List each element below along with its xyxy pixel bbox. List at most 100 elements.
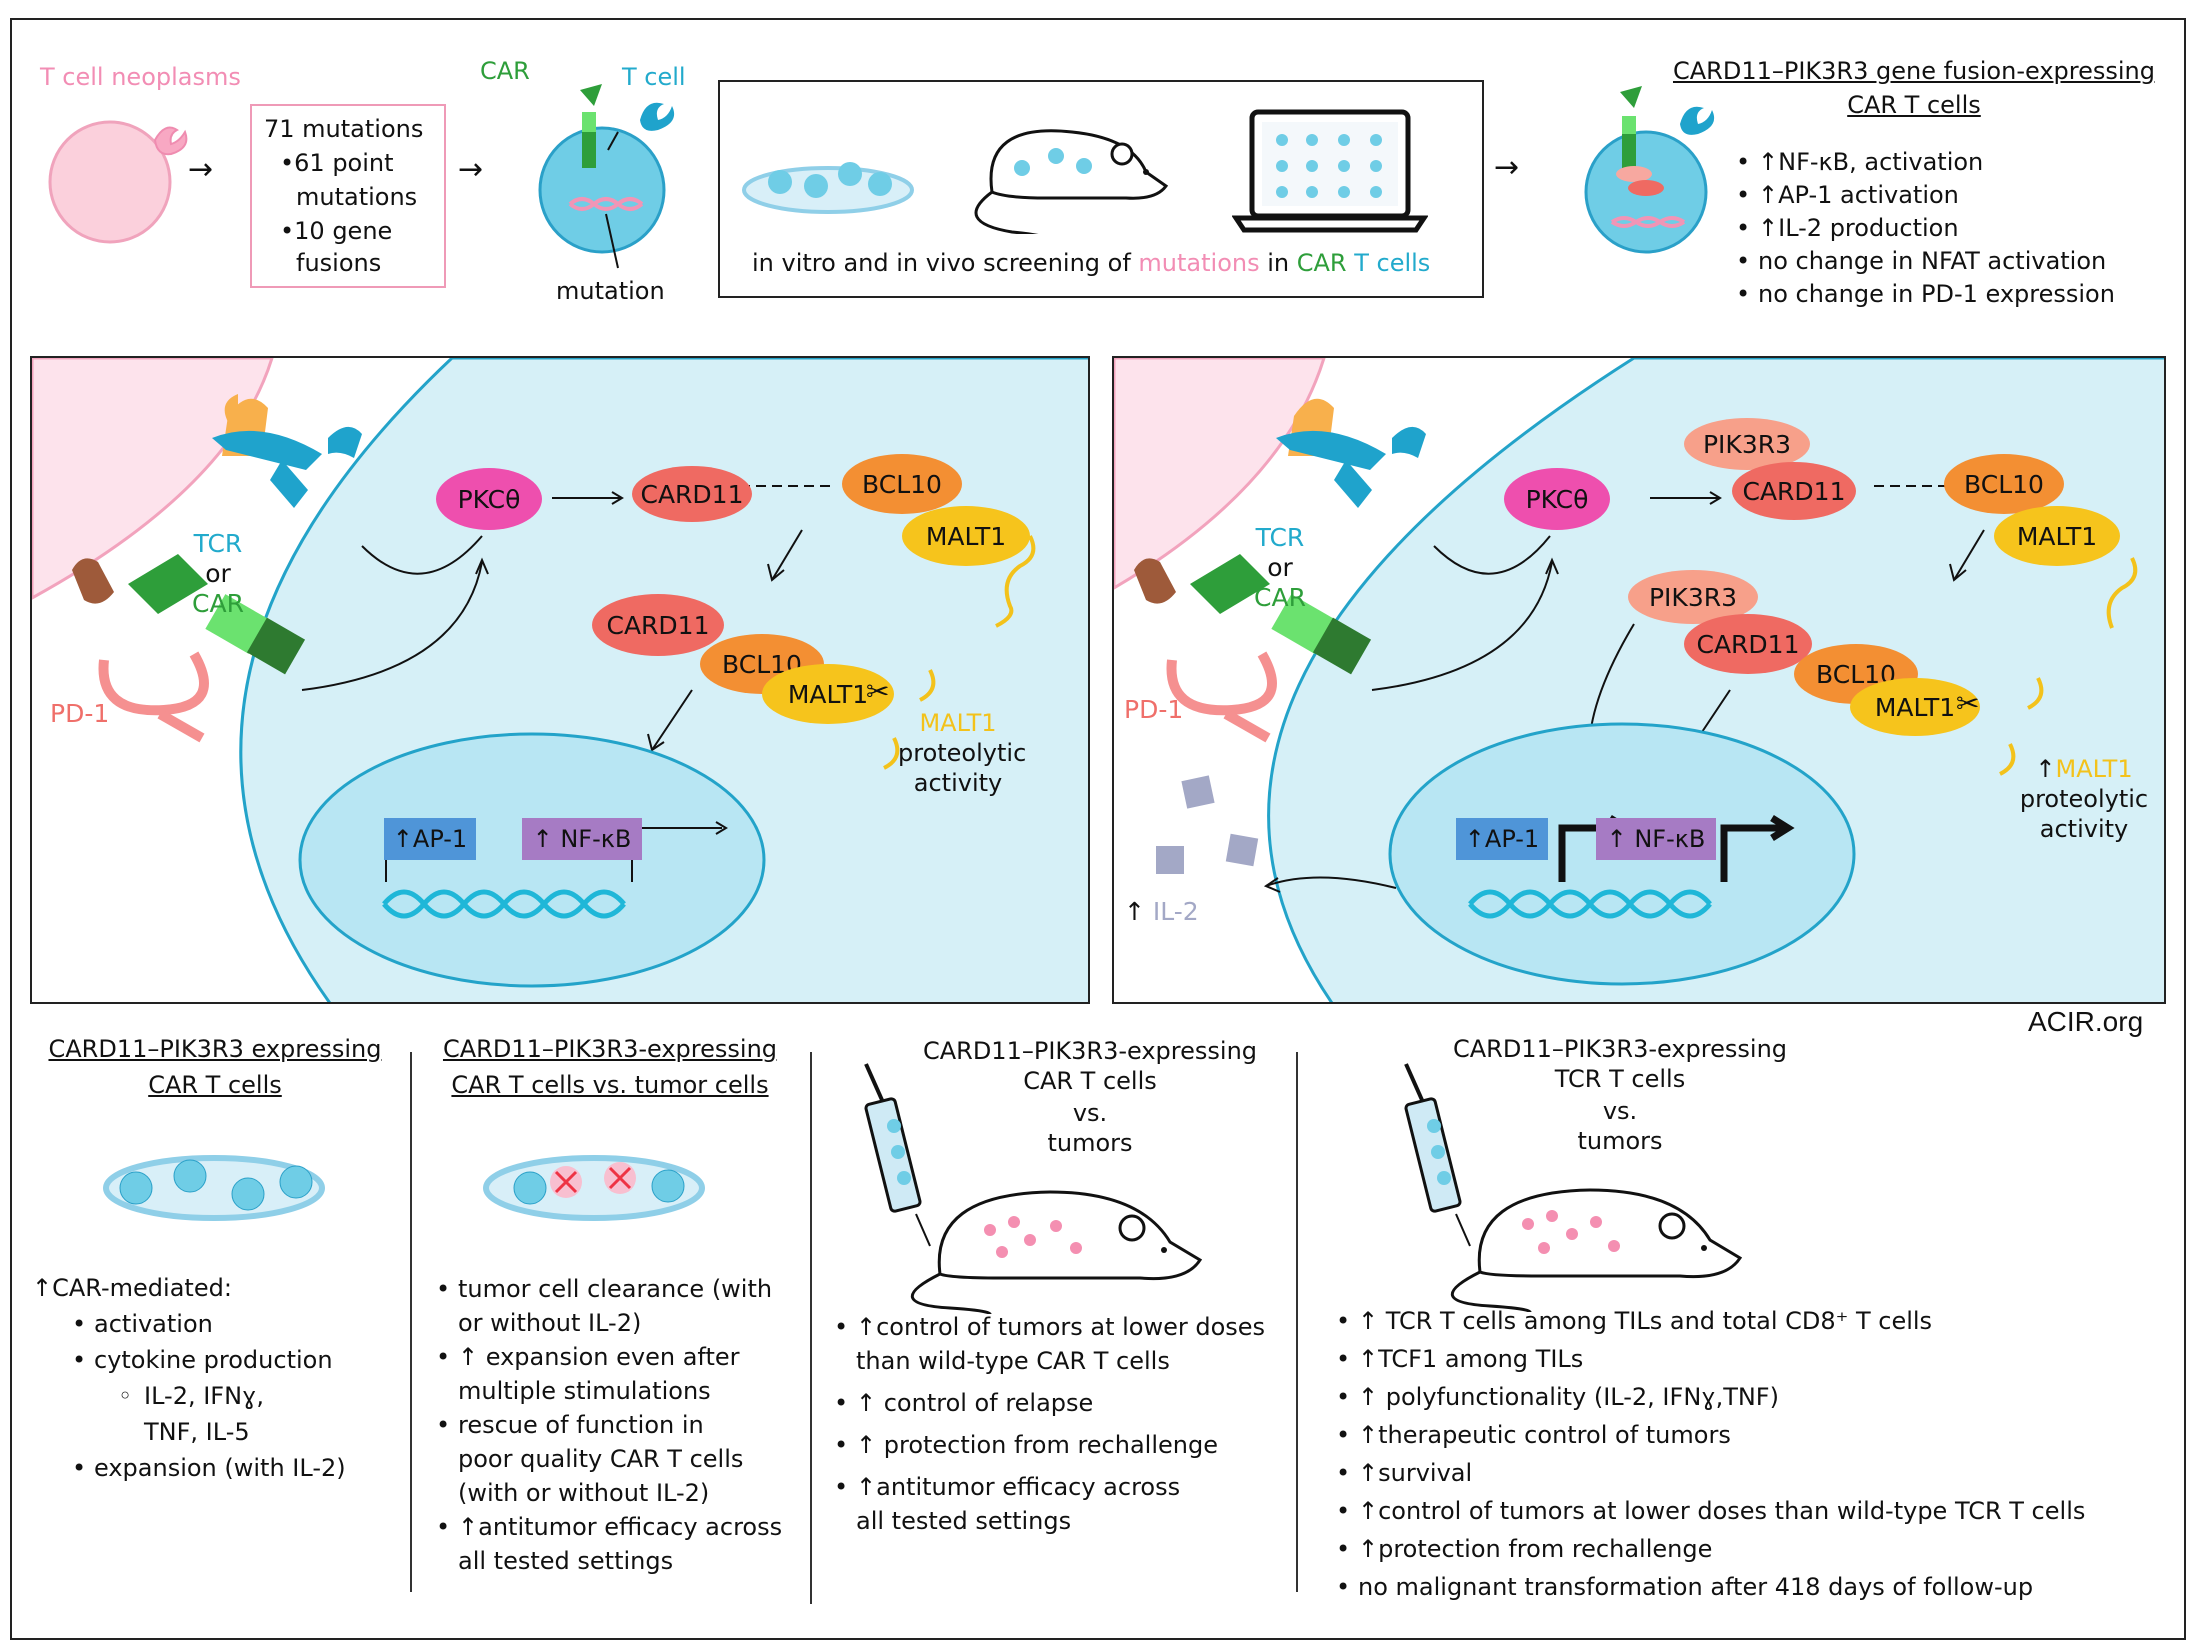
left-signaling-panel: TCR or CAR PD-1 PKCθ CARD11 BCL10 MALT1 …	[30, 356, 1090, 1004]
col2-list: tumor cell clearance (with or without IL…	[436, 1272, 782, 1578]
pik3r3-node: PIK3R3	[1684, 418, 1810, 470]
mutations-line-3: mutations	[296, 183, 418, 211]
column-divider	[810, 1052, 812, 1604]
figure-frame	[10, 18, 2186, 1640]
list-item: ↑ protection from rechallenge	[834, 1428, 1265, 1462]
list-item: ↑survival	[1336, 1454, 2085, 1492]
list-item: ↑ control of relapse	[834, 1386, 1265, 1420]
tcr-label: TCR	[1255, 523, 1305, 552]
list-item: ↑control of tumors at lower doses than w…	[1336, 1492, 2085, 1530]
list-item: ↑IL-2 production	[1736, 212, 2115, 245]
list-item: IL-2, IFNɣ,	[32, 1378, 346, 1414]
col1-title-1: CARD11–PIK3R3 expressing	[48, 1035, 382, 1063]
list-item: no change in NFAT activation	[1736, 245, 2115, 278]
nfkb-box: ↑ NF-κB	[522, 818, 642, 860]
list-item: ↑AP-1 activation	[1736, 179, 2115, 212]
list-item: ↑antitumor efficacy across	[436, 1510, 782, 1544]
bcl10-node: BCL10	[1944, 454, 2064, 514]
col3-list: ↑control of tumors at lower doses than w…	[834, 1310, 1265, 1538]
coculture-dish-icon	[483, 1155, 705, 1221]
ap1-box: ↑AP-1	[384, 818, 476, 860]
pd1-label: PD-1	[50, 699, 110, 728]
car-label: CAR	[192, 589, 244, 618]
list-item: all tested settings	[856, 1507, 1072, 1535]
col4-title-1: CARD11–PIK3R3-expressing	[1452, 1035, 1788, 1063]
col2-title-1: CARD11–PIK3R3-expressing	[442, 1035, 778, 1063]
screening-caption: in vitro and in vivo screening of mutati…	[752, 249, 1431, 277]
right-signaling-panel: TCR or CAR PD-1 ↑ IL-2 PKCθ PIK3R3 CARD1…	[1112, 356, 2166, 1004]
pkc-theta-node: PKCθ	[436, 468, 542, 530]
tcr-label: TCR	[193, 529, 243, 558]
col4-title-4: tumors	[1577, 1127, 1663, 1155]
syringe-icon	[1404, 1063, 1471, 1247]
card11-node: CARD11	[632, 466, 752, 522]
list-item: no malignant transformation after 418 da…	[1336, 1568, 2085, 1606]
petri-dish-icon	[103, 1155, 325, 1221]
malt1-activity-label-1: ↑MALT1	[2035, 755, 2133, 783]
col4-title-2: TCR T cells	[1554, 1065, 1686, 1093]
list-item: ↑therapeutic control of tumors	[1336, 1416, 2085, 1454]
fusion-title-2: CAR T cells	[1847, 91, 1981, 119]
or-label: or	[205, 559, 231, 588]
laptop-icon	[1232, 109, 1428, 233]
card11-node: CARD11	[1732, 462, 1856, 520]
col1-title-2: CAR T cells	[148, 1071, 282, 1099]
list-item: cytokine production	[32, 1342, 346, 1378]
mutations-line-1: 71 mutations	[264, 115, 424, 143]
fusion-title-1: CARD11–PIK3R3 gene fusion-expressing	[1672, 57, 2155, 85]
list-item: TNF, IL-5	[144, 1418, 250, 1446]
arrow-icon: →	[1494, 150, 1520, 185]
card11-complex-node: CARD11	[1684, 614, 1812, 674]
list-item: ↑ expansion even after	[436, 1340, 782, 1374]
malt1-complex-node: MALT1	[762, 664, 894, 724]
col4-title-3: vs.	[1602, 1097, 1638, 1125]
list-item: no change in PD-1 expression	[1736, 278, 2115, 311]
malt1-node: MALT1	[1994, 506, 2120, 566]
list-item: tumor cell clearance (with	[436, 1272, 782, 1306]
list-item: ↑TCF1 among TILs	[1336, 1340, 2085, 1378]
malt1-activity-label-2: proteolytic	[898, 739, 1027, 767]
car-t-cell-icon	[538, 84, 675, 269]
pkc-theta-node: PKCθ	[1504, 468, 1610, 530]
malt1-activity-label-3: activity	[913, 769, 1003, 797]
ap1-box: ↑AP-1	[1456, 818, 1548, 860]
t-cell-neoplasms-label: T cell neoplasms	[40, 63, 241, 91]
col3-title-2: CAR T cells	[1023, 1067, 1157, 1095]
mouse-with-tumors-icon	[910, 1190, 1203, 1314]
nfkb-box: ↑ NF-κB	[1596, 818, 1716, 860]
list-item: than wild-type CAR T cells	[856, 1347, 1170, 1375]
list-item: all tested settings	[458, 1547, 674, 1575]
mouse-icon	[974, 129, 1169, 234]
list-item: ↑NF-κB, activation	[1736, 146, 2115, 179]
col1-list: ↑CAR-mediated: activation cytokine produ…	[32, 1270, 346, 1486]
mutation-label: mutation	[556, 277, 665, 305]
il2-label: ↑ IL-2	[1124, 897, 1199, 926]
col2-title-2: CAR T cells vs. tumor cells	[451, 1071, 769, 1099]
neoplasm-cell-icon	[48, 120, 188, 244]
credit-label: ACIR.org	[2028, 1006, 2144, 1037]
list-item: poor quality CAR T cells	[458, 1445, 744, 1473]
fusion-effects-list: ↑NF-κB, activation ↑AP-1 activation ↑IL-…	[1736, 146, 2115, 311]
list-item: expansion (with IL-2)	[32, 1450, 346, 1486]
fusion-car-t-cell-icon	[1584, 86, 1715, 254]
or-label: or	[1267, 553, 1293, 582]
mutations-line-2: •61 point	[280, 149, 394, 177]
malt1-activity-label-1: MALT1	[919, 709, 997, 737]
petri-dish-icon	[742, 162, 914, 214]
cell-background-diagram	[32, 358, 1088, 1002]
pd1-label: PD-1	[1124, 695, 1184, 724]
malt1-activity-label-2: proteolytic	[2019, 785, 2149, 813]
list-item: ↑CAR-mediated:	[32, 1274, 232, 1302]
screening-box	[718, 80, 1484, 298]
list-item: ↑protection from rechallenge	[1336, 1530, 2085, 1568]
list-item: activation	[32, 1306, 346, 1342]
col4-list: ↑ TCR T cells among TILs and total CD8⁺ …	[1336, 1302, 2085, 1606]
mutations-line-4: •10 gene	[280, 217, 393, 245]
col3-title-1: CARD11–PIK3R3-expressing	[922, 1037, 1258, 1065]
t-cell-label: T cell	[622, 63, 686, 91]
list-item: ↑ polyfunctionality (IL-2, IFNɣ,TNF)	[1336, 1378, 2085, 1416]
mutations-box	[250, 104, 446, 288]
list-item: or without IL-2)	[458, 1309, 642, 1337]
car-label: CAR	[1254, 583, 1306, 612]
malt1-complex-node: MALT1	[1850, 678, 1980, 736]
